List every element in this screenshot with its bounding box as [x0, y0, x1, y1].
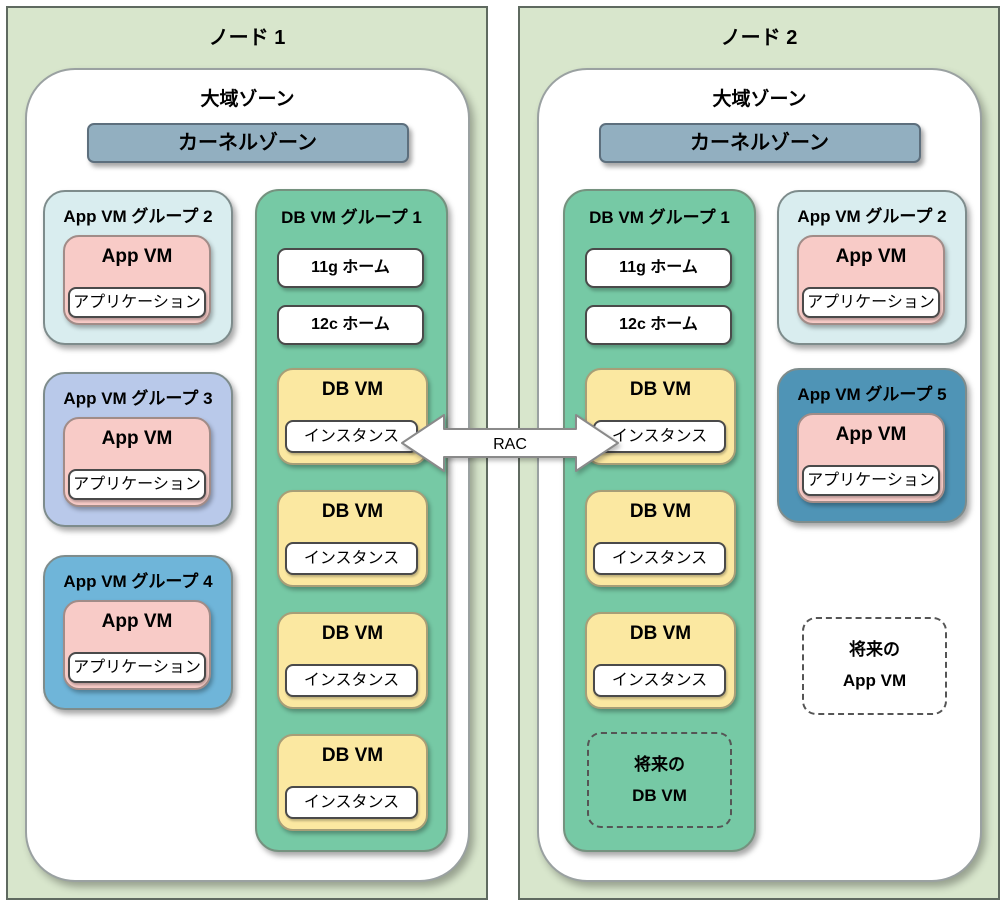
app-vm-label: App VM [101, 428, 173, 449]
app-vm-box: App VM アプリケーション [797, 235, 945, 325]
instance-box: インスタンス [593, 664, 726, 697]
db-vm-label: DB VM [321, 745, 384, 766]
node-1-title: ノード 1 [208, 27, 286, 49]
app-vm-box: App VM アプリケーション [63, 600, 211, 690]
application-box: アプリケーション [802, 465, 940, 496]
future-db-vm-line1: 将来の [634, 755, 685, 774]
global-zone-node2: 大域ゾーン カーネルゾーン DB VM グループ 1 11g ホーム 12c ホ… [537, 68, 982, 882]
db-vm-box-2: DB VM インスタンス [585, 490, 736, 587]
future-db-vm-line2: DB VM [632, 786, 687, 805]
app-vm-group-5-node2: App VM グループ 5 App VM アプリケーション [777, 368, 967, 523]
instance-box: インスタンス [593, 542, 726, 575]
instance-box: インスタンス [593, 420, 726, 453]
future-app-vm-box: 将来の App VM [802, 617, 947, 715]
db-vm-box-3: DB VM インスタンス [277, 612, 428, 709]
global-zone-title-node1: 大域ゾーン [200, 89, 295, 110]
app-vm-group-2-node2: App VM グループ 2 App VM アプリケーション [777, 190, 967, 345]
db-vm-box-1: DB VM インスタンス [277, 368, 428, 465]
db-vm-group-1-node1: DB VM グループ 1 11g ホーム 12c ホーム DB VM インスタン… [255, 189, 448, 852]
db-vm-group-1-node2: DB VM グループ 1 11g ホーム 12c ホーム DB VM インスタン… [563, 189, 756, 852]
db-vm-label: DB VM [321, 379, 384, 400]
db-vm-box-3: DB VM インスタンス [585, 612, 736, 709]
app-vm-group-4-node1-title: App VM グループ 4 [63, 572, 213, 591]
app-vm-group-3-node1: App VM グループ 3 App VM アプリケーション [43, 372, 233, 527]
app-vm-group-5-node2-title: App VM グループ 5 [797, 385, 947, 404]
rac-arrow-shape [401, 414, 619, 472]
future-app-vm-line1: 将来の [849, 640, 900, 659]
instance-box: インスタンス [285, 664, 418, 697]
db-vm-box-4: DB VM インスタンス [277, 734, 428, 831]
db-vm-group-1-node1-title: DB VM グループ 1 [281, 208, 422, 227]
app-vm-box: App VM アプリケーション [63, 417, 211, 507]
app-vm-label: App VM [835, 424, 907, 445]
app-vm-group-3-node1-title: App VM グループ 3 [63, 389, 213, 408]
instance-box: インスタンス [285, 786, 418, 819]
rac-label: RAC [493, 436, 527, 453]
home-11g-box: 11g ホーム [585, 248, 732, 288]
future-db-vm-box: 将来の DB VM [587, 732, 732, 828]
app-vm-label: App VM [101, 246, 173, 267]
app-vm-group-4-node1: App VM グループ 4 App VM アプリケーション [43, 555, 233, 710]
global-zone-title-node2: 大域ゾーン [712, 89, 807, 110]
kernel-zone-node1: カーネルゾーン [86, 123, 409, 163]
home-12c-box: 12c ホーム [585, 305, 732, 345]
home-12c-box: 12c ホーム [277, 305, 424, 345]
app-vm-group-2-node1: App VM グループ 2 App VM アプリケーション [43, 190, 233, 345]
db-vm-label: DB VM [321, 501, 384, 522]
application-box: アプリケーション [802, 287, 940, 318]
home-11g-box: 11g ホーム [277, 248, 424, 288]
db-vm-box-2: DB VM インスタンス [277, 490, 428, 587]
instance-box: インスタンス [285, 420, 418, 453]
db-vm-label: DB VM [629, 501, 692, 522]
rac-arrow: RAC [401, 414, 619, 472]
application-box: アプリケーション [68, 469, 206, 500]
kernel-zone-node2: カーネルゾーン [598, 123, 921, 163]
db-vm-label: DB VM [321, 623, 384, 644]
application-box: アプリケーション [68, 652, 206, 683]
global-zone-node1: 大域ゾーン カーネルゾーン App VM グループ 2 App VM アプリケー… [25, 68, 470, 882]
app-vm-group-2-node2-title: App VM グループ 2 [797, 207, 947, 226]
db-vm-label: DB VM [629, 379, 692, 400]
app-vm-label: App VM [835, 246, 907, 267]
db-vm-group-1-node2-title: DB VM グループ 1 [589, 208, 730, 227]
db-vm-box-1: DB VM インスタンス [585, 368, 736, 465]
app-vm-group-2-node1-title: App VM グループ 2 [63, 207, 213, 226]
node-2-title: ノード 2 [720, 27, 798, 49]
app-vm-box: App VM アプリケーション [797, 413, 945, 503]
node-1: ノード 1 大域ゾーン カーネルゾーン App VM グループ 2 App VM… [6, 6, 488, 900]
future-app-vm-line2: App VM [842, 671, 907, 690]
app-vm-box: App VM アプリケーション [63, 235, 211, 325]
db-vm-label: DB VM [629, 623, 692, 644]
instance-box: インスタンス [285, 542, 418, 575]
application-box: アプリケーション [68, 287, 206, 318]
app-vm-label: App VM [101, 611, 173, 632]
